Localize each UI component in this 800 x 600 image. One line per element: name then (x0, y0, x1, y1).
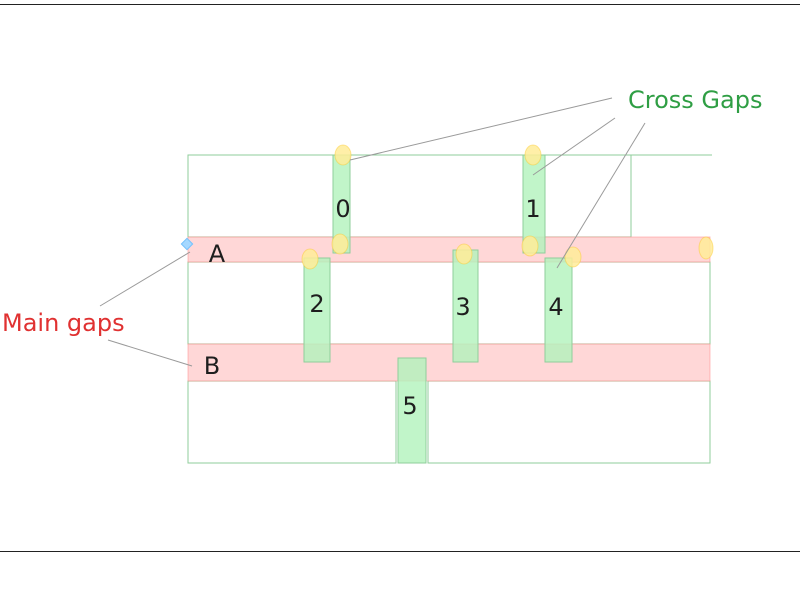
cell (187, 154, 334, 238)
cross-gap-label: 2 (309, 290, 324, 318)
cell (477, 261, 546, 345)
endpoint-dot (301, 248, 319, 270)
cross-gap-3-bar (452, 249, 479, 363)
cross-gap-label: 1 (525, 195, 540, 223)
cross-gap-4-bar (544, 257, 573, 363)
endpoint-dot (455, 243, 473, 265)
main-gap-bands (187, 236, 711, 382)
endpoint-dot (564, 246, 582, 268)
endpoint-dot (521, 235, 539, 257)
bottom-border (0, 551, 800, 552)
cross-gap-5-bar (397, 357, 427, 464)
cross-gap-label: 0 (335, 195, 350, 223)
anchor-handle[interactable] (180, 237, 194, 251)
top-border (0, 4, 800, 5)
layout-cells (187, 154, 712, 464)
cross-gap-label: 3 (455, 293, 470, 321)
main-gap-label: B (204, 352, 220, 380)
cross-gaps-callout: Cross Gaps (628, 86, 762, 114)
cell (349, 154, 524, 238)
endpoint-dot (524, 144, 542, 166)
endpoint-dot (698, 236, 714, 260)
main-gap-label: A (209, 240, 226, 268)
main-gaps-callout: Main gaps (2, 309, 125, 337)
cell (329, 261, 454, 345)
cross-gap-bars (303, 154, 573, 464)
endpoint-dot (331, 233, 349, 255)
cell (571, 261, 711, 345)
cross-gap-label: 5 (402, 392, 417, 420)
endpoint-dot (334, 144, 352, 166)
cross-gap-label: 4 (548, 293, 563, 321)
gap-labels: 0 1 2 3 4 5 A B (204, 195, 564, 420)
main-gap-b-band (187, 343, 711, 382)
gap-endpoint-dots (301, 144, 714, 270)
main-gap-a-band (187, 236, 711, 263)
cell (187, 380, 397, 464)
connector-lines (99, 97, 646, 367)
cell (427, 380, 711, 464)
cell (187, 261, 305, 345)
